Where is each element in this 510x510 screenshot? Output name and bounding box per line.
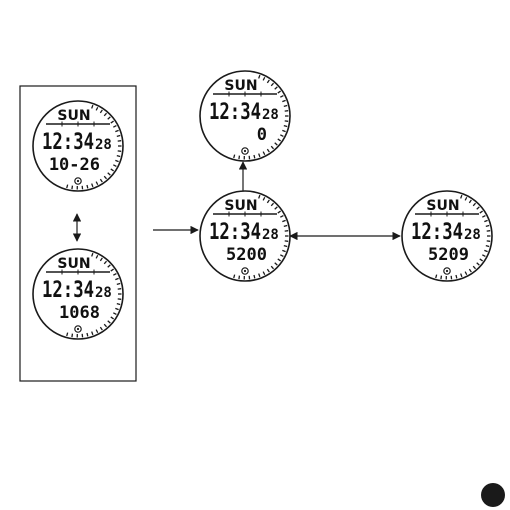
sub-display: 1068 <box>59 303 100 323</box>
day-label: SUN <box>426 198 459 214</box>
time-display: 12:34 <box>42 278 94 303</box>
seconds-display: 28 <box>95 137 112 153</box>
sub-display: 5209 <box>428 245 469 265</box>
bezel-tick <box>117 304 120 305</box>
seconds-display: 28 <box>95 285 112 301</box>
watch-face-right: SUN 12:34 28 5209 <box>402 191 492 281</box>
time-display: 12:34 <box>209 220 261 245</box>
bezel-tick <box>436 275 437 278</box>
bezel-tick <box>117 135 120 136</box>
bezel-tick <box>486 225 489 226</box>
day-label: SUN <box>224 198 257 214</box>
bezel-tick <box>254 275 255 278</box>
bezel-tick <box>67 333 68 336</box>
seconds-display: 28 <box>464 227 481 243</box>
bezel-tick <box>234 275 235 278</box>
time-display: 12:34 <box>411 220 463 245</box>
watch-face-panel-bottom: SUN 12:34 28 1068 <box>33 249 123 339</box>
sub-display: 5200 <box>226 245 267 265</box>
bezel-tick <box>486 246 489 247</box>
watch-face-panel-top: SUN 12:34 28 10-26 <box>33 101 123 191</box>
watch-face-center-top: SUN 12:34 28 0 <box>200 71 290 161</box>
bezel-tick <box>67 185 68 188</box>
bezel-tick <box>117 156 120 157</box>
seconds-display: 28 <box>262 107 279 123</box>
day-label: SUN <box>57 256 90 272</box>
page-marker-circle <box>481 483 505 507</box>
bezel-tick <box>284 225 287 226</box>
day-label: SUN <box>57 108 90 124</box>
time-display: 12:34 <box>209 100 261 125</box>
sub-display: 0 <box>257 125 267 145</box>
bezel-tick <box>87 333 88 336</box>
bezel-tick <box>254 155 255 158</box>
time-display: 12:34 <box>42 130 94 155</box>
seconds-display: 28 <box>262 227 279 243</box>
sub-display: 10-26 <box>49 155 100 175</box>
bezel-tick <box>234 155 235 158</box>
bezel-tick <box>284 126 287 127</box>
day-label: SUN <box>224 78 257 94</box>
watch-face-center: SUN 12:34 28 5200 <box>200 191 290 281</box>
bezel-tick <box>87 185 88 188</box>
bezel-tick <box>456 275 457 278</box>
bezel-tick <box>284 246 287 247</box>
bezel-tick <box>117 283 120 284</box>
bezel-tick <box>284 105 287 106</box>
